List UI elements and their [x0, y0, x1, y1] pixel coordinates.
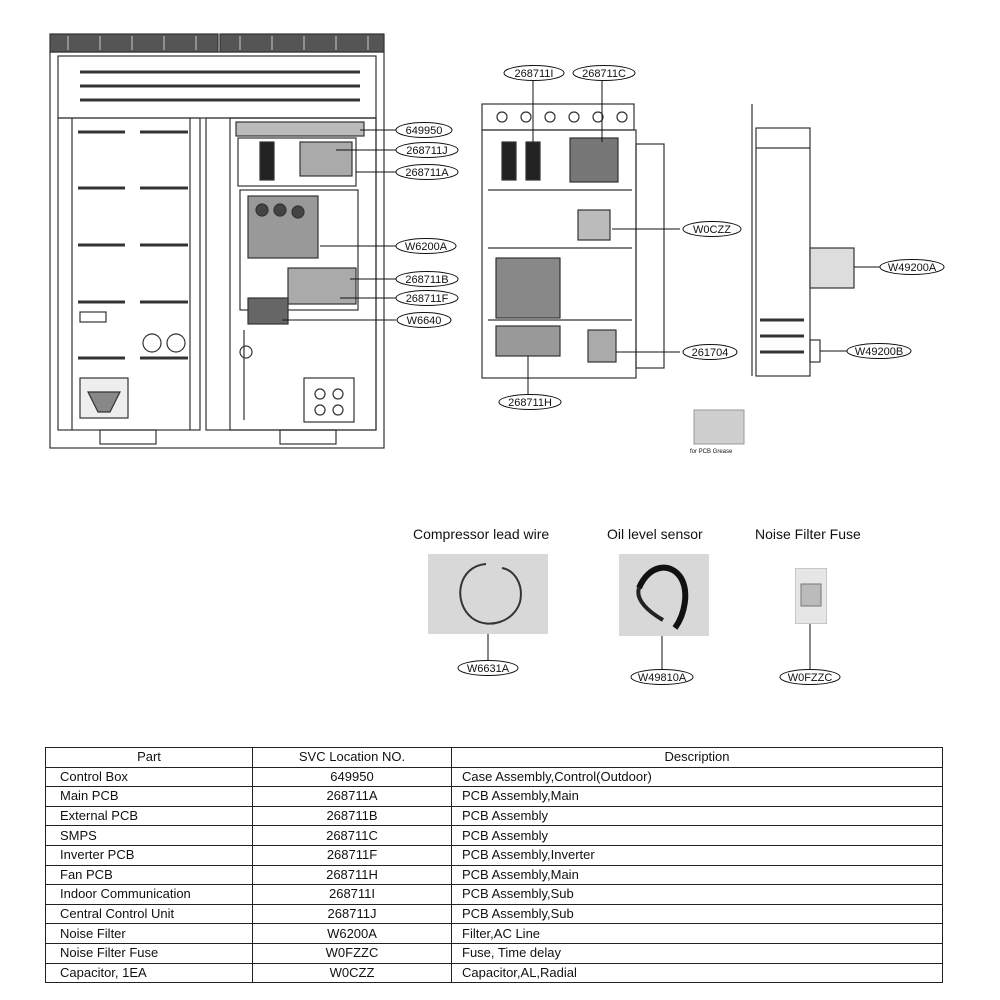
- cell-description: Case Assembly,Control(Outdoor): [451, 766, 943, 788]
- callout-W6640: W6640: [396, 312, 452, 328]
- cell-part: Inverter PCB: [45, 844, 253, 866]
- svg-text:W6631A: W6631A: [467, 663, 510, 675]
- cell-svc: W0CZZ: [252, 962, 452, 984]
- cell-description: Fuse, Time delay: [451, 942, 943, 964]
- cell-part: Fan PCB: [45, 864, 253, 886]
- side-view-drawing: [751, 104, 855, 377]
- svg-text:268711A: 268711A: [405, 167, 449, 179]
- callout-W0CZZ: W0CZZ: [682, 221, 742, 237]
- svg-text:268711B: 268711B: [405, 274, 448, 286]
- svg-text:W0CZZ: W0CZZ: [693, 224, 731, 236]
- cell-part: Noise Filter: [45, 923, 253, 944]
- cell-description: Filter,AC Line: [451, 923, 943, 944]
- pcb-grease-label: for PCB Grease: [690, 449, 733, 455]
- callout-268711A: 268711A: [395, 164, 459, 180]
- table-header-row: Part SVC Location NO. Description: [45, 747, 943, 768]
- outdoor-unit-drawing: [49, 33, 385, 449]
- callout-268711B: 268711B: [395, 271, 459, 287]
- header-svc-location: SVC Location NO.: [252, 747, 452, 768]
- photo-title-oil-level-sensor: Oil level sensor: [607, 526, 703, 542]
- pcb-grease-image: [693, 409, 745, 445]
- svg-text:W6200A: W6200A: [405, 241, 448, 253]
- cell-description: Capacitor,AL,Radial: [451, 962, 943, 984]
- cell-svc: 268711F: [252, 844, 452, 866]
- cell-svc: 268711B: [252, 805, 452, 827]
- cell-description: PCB Assembly,Inverter: [451, 844, 943, 866]
- svg-text:W49200B: W49200B: [855, 346, 903, 358]
- cell-description: PCB Assembly,Sub: [451, 884, 943, 905]
- cell-description: PCB Assembly: [451, 805, 943, 827]
- callout-268711H: 268711H: [498, 394, 562, 410]
- svg-text:268711H: 268711H: [508, 397, 552, 409]
- cell-svc: 268711J: [252, 903, 452, 925]
- leader-lines: [282, 80, 880, 396]
- compressor-lead-wire-photo: [428, 554, 548, 634]
- svg-text:268711J: 268711J: [406, 145, 447, 157]
- svg-text:W6640: W6640: [407, 315, 442, 327]
- cell-part: SMPS: [45, 825, 253, 846]
- callout-268711I: 268711I: [503, 65, 565, 81]
- cell-description: PCB Assembly,Sub: [451, 903, 943, 925]
- callout-268711F: 268711F: [395, 290, 459, 306]
- cell-part: Central Control Unit: [45, 903, 253, 925]
- cell-part: Main PCB: [45, 786, 253, 807]
- callout-268711J: 268711J: [395, 142, 459, 158]
- cell-svc: 268711H: [252, 864, 452, 886]
- cell-part: Indoor Communication: [45, 884, 253, 905]
- header-description: Description: [451, 747, 943, 768]
- cell-part: External PCB: [45, 805, 253, 827]
- cell-part: Noise Filter Fuse: [45, 942, 253, 964]
- svg-text:W49810A: W49810A: [638, 672, 687, 684]
- cell-svc: W0FZZC: [252, 942, 452, 964]
- header-part: Part: [45, 747, 253, 768]
- cell-svc: W6200A: [252, 923, 452, 944]
- callout-649950: 649950: [395, 122, 453, 138]
- oil-level-sensor-photo: [619, 554, 709, 636]
- cell-description: PCB Assembly,Main: [451, 786, 943, 807]
- callout-W6200A: W6200A: [395, 238, 457, 254]
- cell-description: PCB Assembly: [451, 825, 943, 846]
- svg-text:649950: 649950: [406, 125, 443, 137]
- callout-W6631A: W6631A: [457, 660, 519, 676]
- control-box-drawing: [481, 103, 665, 379]
- callout-W49200A: W49200A: [879, 259, 945, 275]
- svg-text:268711F: 268711F: [406, 293, 449, 305]
- callout-W49810A: W49810A: [630, 669, 694, 685]
- svg-text:261704: 261704: [692, 347, 729, 359]
- cell-description: PCB Assembly,Main: [451, 864, 943, 886]
- photo-title-noise-filter-fuse: Noise Filter Fuse: [755, 526, 861, 542]
- svg-text:268711C: 268711C: [582, 68, 626, 80]
- cell-svc: 268711I: [252, 884, 452, 905]
- callout-W49200B: W49200B: [846, 343, 912, 359]
- cell-svc: 268711C: [252, 825, 452, 846]
- parts-table: Part SVC Location NO. Description Contro…: [45, 747, 943, 984]
- cell-part: Capacitor, 1EA: [45, 962, 253, 984]
- photo-title-compressor-lead-wire: Compressor lead wire: [413, 526, 550, 542]
- cell-part: Control Box: [45, 766, 253, 788]
- cell-svc: 268711A: [252, 786, 452, 807]
- svg-text:W0FZZC: W0FZZC: [788, 672, 833, 684]
- callout-W0FZZC: W0FZZC: [779, 669, 841, 685]
- callout-261704: 261704: [682, 344, 738, 360]
- cell-svc: 649950: [252, 766, 452, 788]
- svg-text:W49200A: W49200A: [888, 262, 937, 274]
- svg-text:268711I: 268711I: [515, 68, 554, 80]
- exploded-parts-diagram: for PCB Grease 649950 268711J 268711A W6…: [49, 33, 945, 685]
- noise-filter-fuse-photo: [795, 568, 827, 624]
- callout-268711C: 268711C: [572, 65, 636, 81]
